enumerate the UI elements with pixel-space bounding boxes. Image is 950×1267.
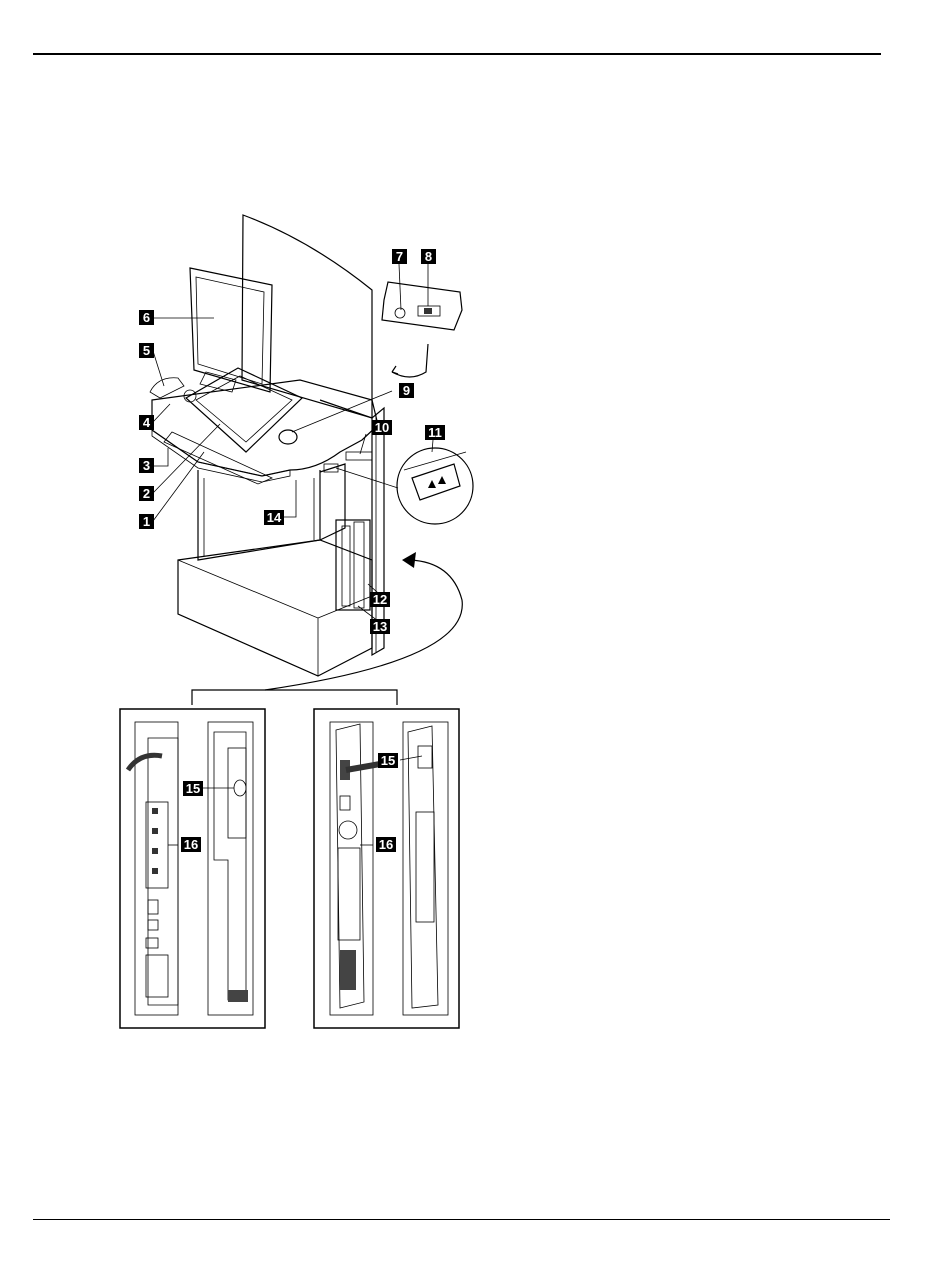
svg-text:10: 10: [375, 420, 389, 435]
mouse: [279, 430, 297, 444]
card-reader: [346, 452, 372, 460]
radiation-shield: [242, 215, 372, 418]
callout-10: 10: [372, 420, 392, 435]
workstation-drawing: [150, 215, 384, 676]
svg-text:15: 15: [381, 753, 395, 768]
callout-1: 1: [139, 514, 154, 529]
svg-text:9: 9: [403, 383, 410, 398]
ups-bay: [336, 520, 370, 610]
svg-text:11: 11: [428, 425, 442, 440]
svg-text:4: 4: [143, 415, 151, 430]
svg-text:12: 12: [373, 592, 387, 607]
callout-13: 13: [370, 619, 390, 634]
svg-text:6: 6: [143, 310, 150, 325]
svg-text:5: 5: [143, 343, 150, 358]
svg-text:16: 16: [184, 837, 198, 852]
svg-text:2: 2: [143, 486, 150, 501]
svg-text:1: 1: [143, 514, 150, 529]
desktop-surface: [152, 380, 378, 476]
keyboard-tray: [164, 432, 272, 484]
svg-text:16: 16: [379, 837, 393, 852]
callout-6: 6: [139, 310, 154, 325]
svg-text:14: 14: [267, 510, 282, 525]
callout-4: 4: [139, 415, 154, 430]
svg-text:8: 8: [425, 249, 432, 264]
callout-16-left: 16: [181, 837, 201, 852]
callout-11: 11: [425, 425, 445, 440]
callout-15-right: 15: [378, 753, 398, 768]
callout-14: 14: [264, 510, 284, 525]
callout-9: 9: [399, 383, 414, 398]
height-switch-detail-inset: [336, 448, 473, 524]
power-detail-inset: [382, 282, 462, 377]
callout-15-left: 15: [183, 781, 203, 796]
callout-3: 3: [139, 458, 154, 473]
callout-5: 5: [139, 343, 154, 358]
svg-text:3: 3: [143, 458, 150, 473]
callout-16-right: 16: [376, 837, 396, 852]
reference-monitor: [190, 268, 272, 392]
callout-2: 2: [139, 486, 154, 501]
callout-7: 7: [392, 249, 407, 264]
callout-8: 8: [421, 249, 436, 264]
barcode-scanner: [150, 378, 184, 398]
callout-12: 12: [370, 592, 390, 607]
svg-text:15: 15: [186, 781, 200, 796]
power-indicator-icon: [395, 308, 405, 318]
detail-bracket: [192, 690, 397, 705]
svg-text:7: 7: [396, 249, 403, 264]
svg-text:13: 13: [373, 619, 387, 634]
